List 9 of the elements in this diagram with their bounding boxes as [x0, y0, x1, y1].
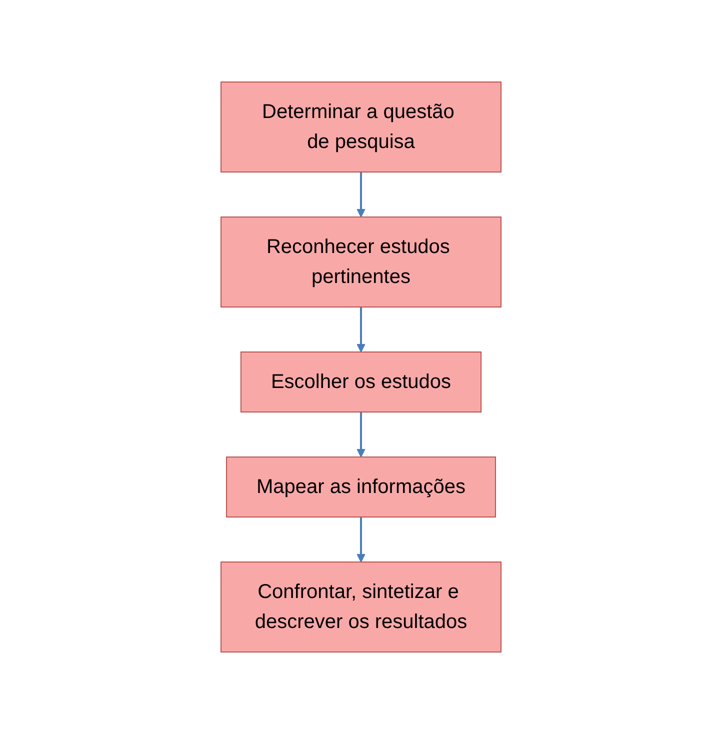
- arrow: [356, 307, 365, 352]
- node-box: Reconhecer estudos pertinentes: [220, 216, 501, 308]
- arrow: [356, 517, 365, 562]
- node-box: Determinar a questão de pesquisa: [220, 82, 501, 172]
- node-box: Mapear as informações: [226, 456, 496, 518]
- node-box: Confrontar, sintetizar e descrever os resultados: [220, 562, 501, 652]
- arrow: [356, 172, 365, 218]
- arrow: [356, 412, 365, 458]
- node-box: Escolher os estudos: [240, 352, 482, 412]
